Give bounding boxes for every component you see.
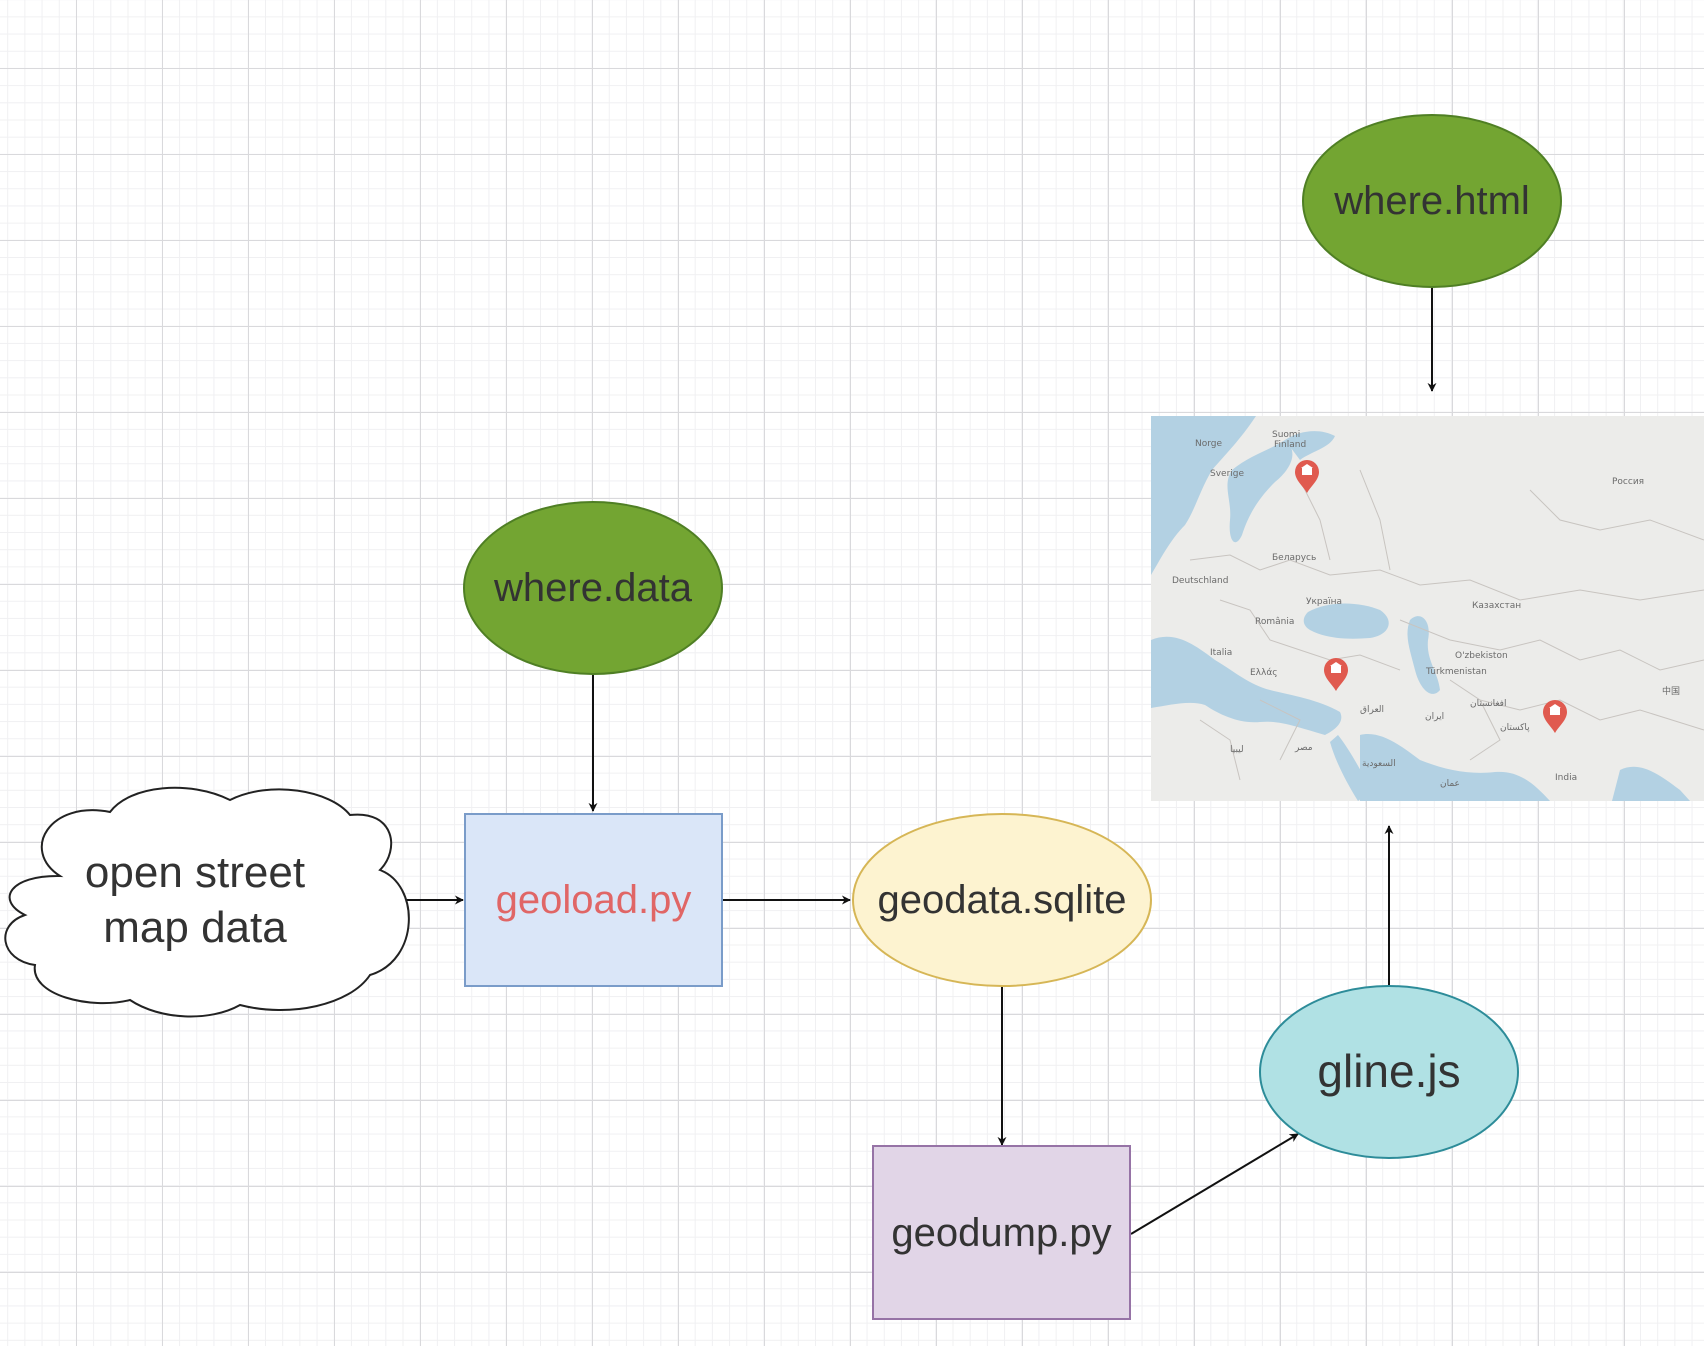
map-label: عمان: [1440, 779, 1460, 789]
map-label: مصر: [1294, 743, 1313, 753]
map-label: Україна: [1306, 597, 1342, 607]
where-data-node[interactable]: [463, 501, 723, 675]
map-label: Finland: [1274, 440, 1306, 450]
open-street-map-label: open street map data: [84, 848, 306, 952]
map-label: Sverige: [1210, 469, 1244, 479]
where-html-node[interactable]: [1302, 114, 1562, 288]
map-label: السعودية: [1362, 759, 1396, 769]
map-label: Türkmenistan: [1425, 667, 1487, 677]
map-label: 中国: [1662, 685, 1680, 697]
where-data-label: where.data: [494, 566, 692, 610]
gline-node[interactable]: [1259, 985, 1519, 1159]
geodata-label: geodata.sqlite: [877, 878, 1127, 922]
map-borders: [1189, 469, 1704, 781]
map-pins: [1295, 460, 1567, 733]
map-label: România: [1255, 617, 1294, 627]
geoload-node[interactable]: [464, 813, 723, 987]
where-html-label: where.html: [1334, 179, 1530, 223]
gline-label: gline.js: [1317, 1045, 1461, 1098]
edges: [381, 287, 1437, 1235]
map-label: Suomi: [1272, 430, 1300, 440]
map-label: Казахстан: [1472, 601, 1521, 611]
map-label: Россия: [1612, 477, 1644, 487]
map-label: افغانستان: [1470, 699, 1507, 709]
map-screenshot: Norge Suomi Finland Sverige Россия Белар…: [1151, 416, 1704, 801]
map-pin-icon: [1324, 658, 1348, 691]
map-label: پاکستان: [1500, 723, 1530, 733]
map-label: Беларусь: [1272, 553, 1316, 563]
map-label: ليبيا: [1230, 745, 1244, 755]
map-labels: Norge Suomi Finland Sverige Россия Белар…: [1172, 430, 1680, 789]
map-label: India: [1555, 773, 1577, 783]
geodump-node[interactable]: [872, 1145, 1131, 1320]
geoload-label: geoload.py: [495, 878, 692, 922]
map-water: [1151, 416, 1690, 801]
map-label: Norge: [1195, 439, 1222, 449]
map-label: ایران: [1425, 712, 1444, 722]
map-pin-icon: [1543, 700, 1567, 733]
geodump-label: geodump.py: [891, 1210, 1112, 1255]
geodata-node[interactable]: [852, 813, 1152, 987]
edge-geodump-to-gline[interactable]: [1130, 1133, 1299, 1235]
map-label: Italia: [1210, 648, 1232, 658]
map-label: Ελλάς: [1250, 668, 1278, 678]
map-label: O'zbekiston: [1455, 651, 1508, 661]
map-pin-icon: [1295, 460, 1319, 493]
map-label: العراق: [1360, 705, 1384, 715]
open-street-map-cloud-node[interactable]: [4, 786, 410, 1018]
map-label: Deutschland: [1172, 576, 1228, 586]
